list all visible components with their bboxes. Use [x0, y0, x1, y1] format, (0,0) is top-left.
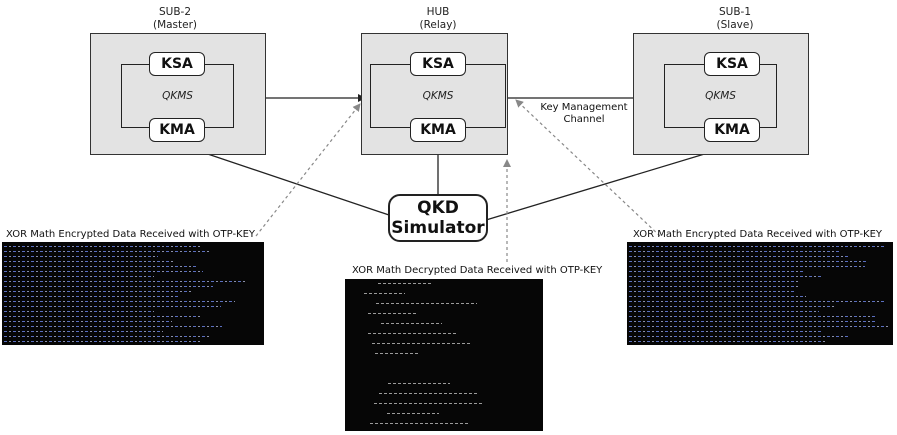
terminal-output-line — [4, 261, 173, 262]
terminal-output-line — [376, 303, 477, 304]
terminal-output-line — [629, 296, 806, 297]
hub-title: HUB (Relay) — [419, 6, 457, 31]
qkd-simulator: QKD Simulator — [388, 194, 488, 242]
terminal-output-line — [629, 326, 888, 327]
terminal-output-line — [629, 331, 823, 332]
hub-kma: KMA — [410, 118, 466, 142]
terminal-output-line — [629, 301, 886, 302]
terminal-output-line — [629, 311, 820, 312]
terminal-output-line — [629, 286, 799, 287]
terminal-output-line — [4, 271, 204, 272]
terminal-right — [627, 242, 893, 345]
terminal-output-line — [4, 331, 163, 332]
terminal-output-line — [4, 256, 159, 257]
terminal-output-line — [4, 316, 203, 317]
terminal-output-line — [629, 256, 850, 257]
caption-right: XOR Math Encrypted Data Received with OT… — [633, 229, 883, 240]
terminal-output-line — [629, 341, 827, 342]
sub2-title: SUB-2 (Master) — [152, 6, 198, 31]
terminal-output-line — [629, 336, 849, 337]
terminal-output-line — [629, 251, 842, 252]
terminal-output-line — [4, 296, 178, 297]
terminal-output-line — [629, 316, 877, 317]
terminal-output-line — [629, 276, 822, 277]
terminal-output-line — [629, 261, 869, 262]
terminal-output-line — [4, 306, 221, 307]
link-qkd-sub1 — [485, 144, 732, 221]
terminal-output-line — [4, 266, 196, 267]
terminal-output-line — [4, 341, 201, 342]
terminal-output-line — [4, 301, 235, 302]
terminal-output-line — [629, 246, 886, 247]
caption-left: XOR Math Encrypted Data Received with OT… — [6, 229, 256, 240]
sub1-kma: KMA — [704, 118, 760, 142]
terminal-output-line — [387, 413, 440, 414]
sub1-qkms-label: QKMS — [705, 90, 736, 102]
terminal-output-line — [4, 251, 210, 252]
terminal-output-line — [367, 313, 419, 314]
terminal-output-line — [368, 333, 459, 334]
terminal-output-line — [370, 423, 470, 424]
sub1-title: SUB-1 (Slave) — [716, 6, 754, 31]
terminal-output-line — [4, 246, 202, 247]
terminal-left — [2, 242, 264, 345]
sub2-kma: KMA — [149, 118, 205, 142]
caption-center: XOR Math Decrypted Data Received with OT… — [352, 265, 603, 276]
terminal-output-line — [629, 266, 866, 267]
terminal-output-line — [375, 353, 419, 354]
terminal-output-line — [4, 336, 210, 337]
terminal-output-line — [4, 276, 154, 277]
terminal-output-line — [4, 281, 247, 282]
terminal-output-line — [4, 311, 154, 312]
sub1-ksa: KSA — [704, 52, 760, 76]
terminal-output-line — [629, 291, 795, 292]
terminal-output-line — [629, 281, 799, 282]
key-management-channel-label: Key Management Channel — [540, 102, 628, 125]
terminal-output-line — [377, 283, 433, 284]
terminal-output-line — [629, 271, 804, 272]
terminal-output-line — [4, 326, 223, 327]
terminal-center — [345, 279, 543, 431]
terminal-output-line — [372, 343, 470, 344]
terminal-output-line — [4, 286, 213, 287]
terminal-output-line — [4, 291, 193, 292]
hub-qkms-label: QKMS — [422, 90, 454, 102]
terminal-output-line — [629, 306, 836, 307]
terminal-output-line — [388, 383, 451, 384]
sub2-ksa: KSA — [149, 52, 205, 76]
terminal-output-line — [374, 403, 483, 404]
link-qkd-sub2 — [177, 142, 393, 217]
terminal-output-line — [363, 293, 406, 294]
terminal-output-line — [378, 393, 477, 394]
terminal-output-line — [629, 321, 877, 322]
hub-ksa: KSA — [410, 52, 466, 76]
sub2-qkms-label: QKMS — [162, 90, 193, 102]
dotted-left — [255, 103, 361, 237]
terminal-output-line — [380, 323, 442, 324]
terminal-output-line — [4, 321, 172, 322]
